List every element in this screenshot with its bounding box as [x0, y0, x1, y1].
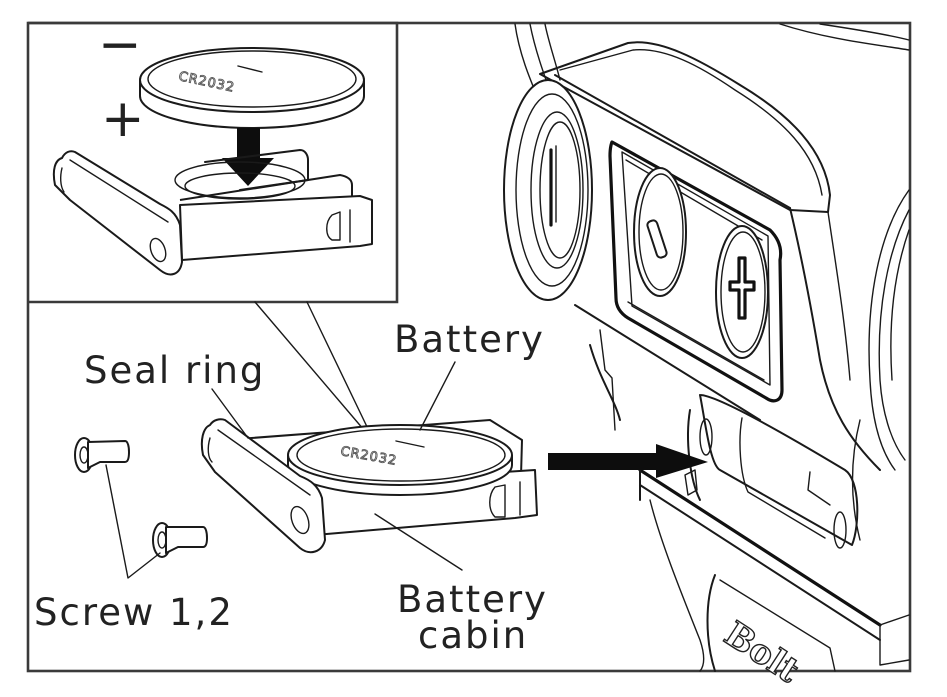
leader-screws — [105, 464, 161, 579]
screw-2 — [152, 522, 208, 558]
battery-cover-panel — [608, 140, 784, 403]
screw-1 — [74, 437, 130, 473]
inset-callout-right — [306, 301, 371, 434]
leader-battery — [419, 361, 456, 431]
coin-battery-installed: CR2032 — [287, 424, 513, 496]
inset-box: − + CR2032 — [28, 15, 399, 304]
outer-frame — [26, 21, 912, 673]
label-screws: Screw 1,2 — [34, 591, 234, 634]
positive-symbol: + — [101, 89, 145, 149]
battery-tray-inset — [52, 149, 373, 276]
positive-knob — [715, 225, 769, 359]
negative-knob — [633, 167, 687, 297]
coin-battery-inset: CR2032 — [139, 47, 365, 129]
inset-callout-left — [254, 301, 365, 431]
label-seal-ring: Seal ring — [84, 349, 265, 392]
leader-seal-ring — [211, 388, 249, 439]
insert-right-arrow — [548, 444, 708, 478]
battery-slot — [684, 394, 859, 549]
negative-symbol: − — [98, 15, 142, 75]
label-battery-cabin-line1: Battery — [397, 578, 548, 621]
eyepiece — [503, 79, 593, 301]
label-battery: Battery — [394, 318, 545, 361]
label-battery-cabin-line2: cabin — [418, 614, 528, 657]
brand-logo-plate: Bolt — [706, 574, 836, 692]
device-body: Bolt — [503, 23, 910, 692]
battery-cabin-tray: CR2032 — [200, 418, 538, 554]
leader-battery-cabin — [374, 513, 463, 571]
